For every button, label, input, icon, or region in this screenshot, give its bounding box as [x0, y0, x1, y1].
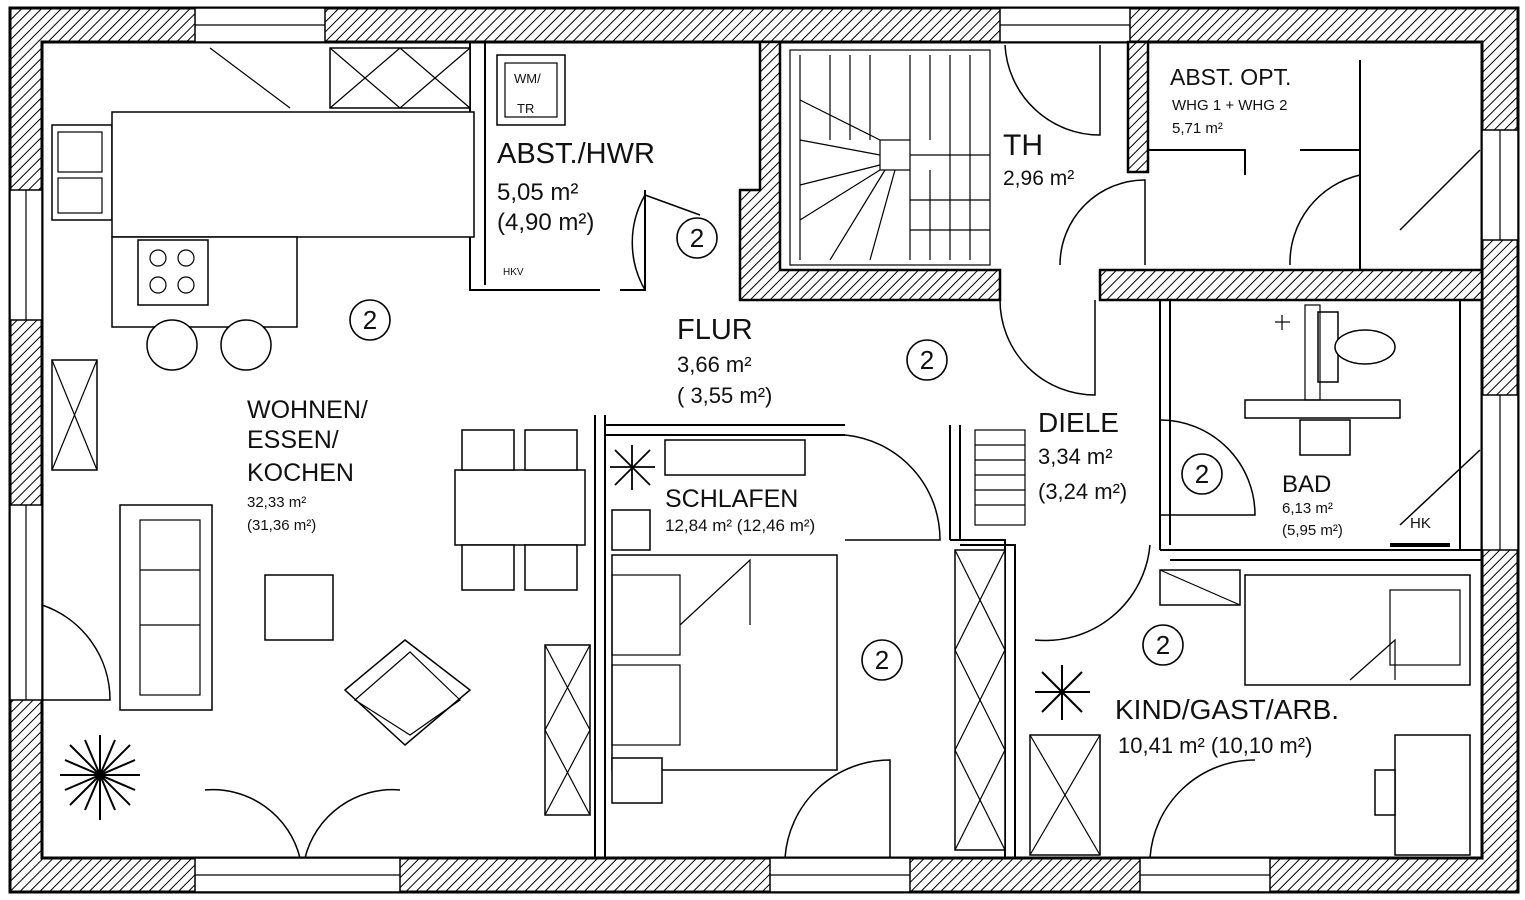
badge-diele: 2 [1195, 459, 1209, 489]
bed [611, 554, 838, 771]
room-area: 6,13 m² [1282, 500, 1333, 517]
room-area: 5,71 m² [1172, 120, 1223, 137]
room-name-line: ESSEN/ [247, 426, 339, 454]
plant-icon [1035, 665, 1090, 720]
badge-hwr: 2 [690, 223, 704, 253]
plant-icon [60, 735, 140, 820]
room-name: FLUR [677, 314, 753, 346]
badge-wohnen: 2 [363, 305, 377, 335]
wardrobe [544, 644, 591, 816]
nightstand [611, 757, 663, 804]
room-area: 2,96 m² [1003, 167, 1074, 190]
dining-table [454, 429, 586, 591]
room-name-line: KOCHEN [247, 459, 354, 487]
diele-steps [974, 429, 1026, 526]
coffee-table [264, 574, 334, 641]
hk-label: HK [1410, 515, 1431, 532]
room-abst-opt: ABST. OPT. WHG 1 + WHG 2 5,71 m² [1170, 64, 1291, 137]
badge-flur: 2 [920, 345, 934, 375]
armchair [343, 639, 472, 746]
appliance-label: WM/ [514, 71, 541, 86]
room-area: 5,05 m² [497, 179, 578, 206]
room-area: 12,84 m² (12,46 m²) [665, 516, 815, 535]
washer-dryer [496, 54, 566, 126]
room-name: ABST./HWR [497, 138, 655, 170]
sink-icon [1299, 419, 1351, 456]
room-abst-hwr: WM/ TR ABST./HWR 5,05 m² (4,90 m²) HKV [497, 71, 655, 278]
room-diele: DIELE 3,34 m² (3,24 m²) [1038, 407, 1127, 504]
room-schlafen: SCHLAFEN 12,84 m² (12,46 m²) [665, 485, 815, 535]
room-name: DIELE [1038, 407, 1119, 438]
room-name: BAD [1282, 471, 1331, 498]
kitchen [51, 47, 475, 471]
doors [41, 44, 1481, 859]
partition [1304, 304, 1321, 401]
room-area: 3,34 m² [1038, 444, 1113, 469]
room-wohnen: WOHNEN/ ESSEN/ KOCHEN 32,33 m² (31,36 m²… [247, 396, 368, 534]
desk [1394, 734, 1471, 856]
room-area-alt: (5,95 m²) [1282, 522, 1343, 539]
bench [664, 439, 806, 476]
vanity [1244, 399, 1401, 419]
badge-schlafen: 2 [875, 645, 889, 675]
bed [1244, 574, 1471, 686]
room-kind: KIND/GAST/ARB. 10,41 m² (10,10 m²) [1115, 694, 1339, 758]
room-area-alt: (4,90 m²) [497, 209, 594, 236]
room-name: KIND/GAST/ARB. [1115, 694, 1339, 725]
chair [1374, 769, 1396, 816]
room-note: WHG 1 + WHG 2 [1172, 97, 1287, 114]
cabinet [1029, 734, 1101, 856]
room-area: 32,33 m² [247, 494, 306, 511]
room-name-line: WOHNEN/ [247, 396, 368, 424]
room-th: TH 2,96 m² [1003, 129, 1074, 190]
room-area-alt: (3,24 m²) [1038, 479, 1127, 504]
room-area: 3,66 m² [677, 352, 752, 377]
appliance-label: TR [517, 101, 534, 116]
room-bad: BAD 6,13 m² (5,95 m²) HK [1282, 471, 1431, 539]
room-area-alt: (31,36 m²) [247, 517, 316, 534]
staircase [789, 49, 991, 266]
wardrobe [954, 549, 1006, 851]
room-name: ABST. OPT. [1170, 64, 1291, 90]
nightstand [611, 509, 651, 551]
plant-icon [610, 445, 655, 490]
hkv-label: HKV [503, 267, 524, 278]
badge-kind: 2 [1156, 630, 1170, 660]
room-area: 10,41 m² (10,10 m²) [1118, 733, 1312, 758]
room-name: SCHLAFEN [665, 485, 798, 513]
toilet-icon [1317, 311, 1396, 383]
room-flur: FLUR 3,66 m² ( 3,55 m²) [677, 314, 772, 408]
windows [9, 7, 1519, 893]
inner-walls [469, 40, 1484, 858]
sofa [119, 504, 213, 711]
room-name: TH [1003, 129, 1043, 162]
room-badges: 2 2 2 2 2 2 [349, 217, 1223, 681]
room-area-alt: ( 3,55 m²) [677, 383, 772, 408]
